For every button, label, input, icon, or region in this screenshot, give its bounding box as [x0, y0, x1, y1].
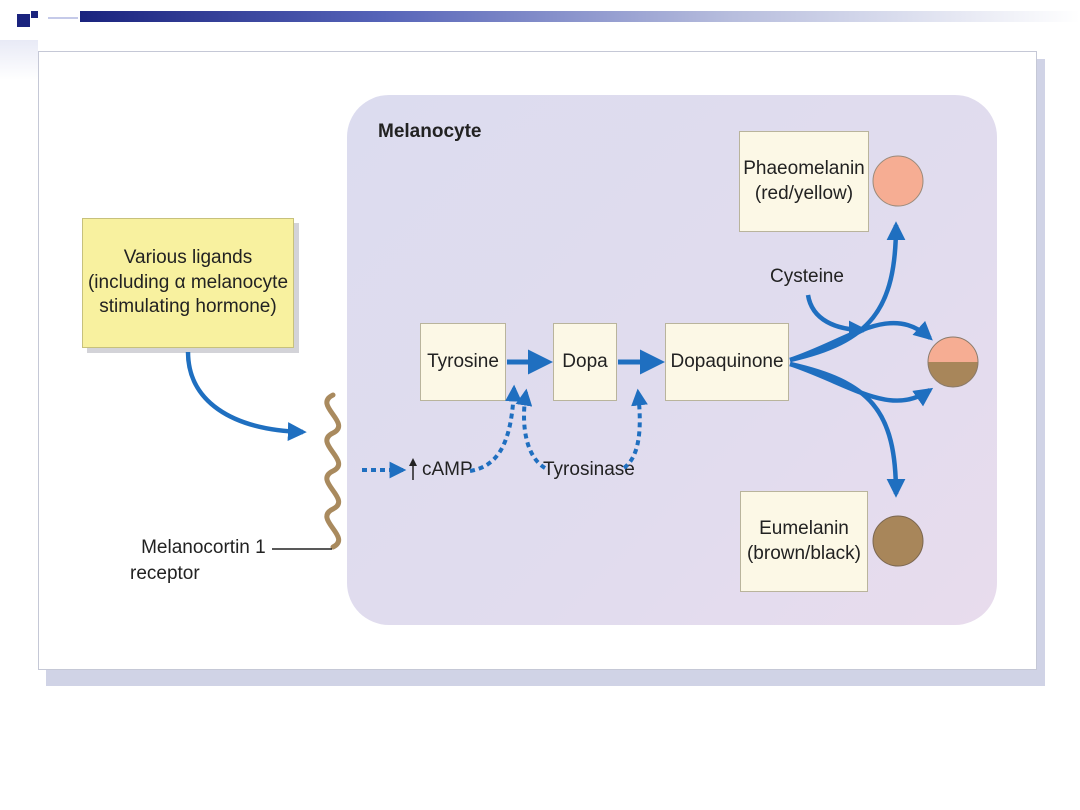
phaeomelanin-box: Phaeomelanin (red/yellow) [739, 131, 869, 232]
dopaquinone-label: Dopaquinone [670, 350, 784, 372]
camp-activation-arrow [469, 384, 522, 473]
cell-label: Melanocyte [378, 121, 482, 142]
dopa-box: Dopa [553, 323, 617, 401]
branch-eumelanin-arrow [789, 361, 906, 498]
receptor-line-2: receptor [130, 562, 200, 584]
receptor-icon [324, 392, 342, 550]
branch-mixed-lower-arrow [789, 361, 934, 407]
ligand-line-1: Various ligands [123, 246, 253, 268]
ligand-line-3: stimulating hormone) [99, 296, 277, 318]
mixed-melanin-circle [927, 336, 979, 388]
tyrosine-label: Tyrosine [427, 350, 499, 372]
cysteine-arrow [805, 294, 868, 340]
ligand-box: Various ligands (including α melanocyte … [82, 218, 294, 348]
branch-phaeomelanin-arrow [789, 221, 906, 363]
dopaquinone-box: Dopaquinone [665, 323, 789, 401]
phaeomelanin-circle [872, 155, 924, 207]
eumelanin-line-1: Eumelanin [759, 518, 849, 540]
header-bar [80, 11, 1080, 22]
header-dash [48, 17, 78, 19]
phaeomelanin-line-2: (red/yellow) [754, 182, 854, 204]
header-tab [0, 40, 38, 80]
tyrosine-box: Tyrosine [420, 323, 506, 401]
camp-label: cAMP [422, 459, 473, 480]
eumelanin-box: Eumelanin (brown/black) [740, 491, 868, 592]
dopa-label: Dopa [562, 350, 608, 372]
receptor-label: Melanocortin 1 receptor [130, 535, 266, 586]
phaeomelanin-line-1: Phaeomelanin [743, 158, 865, 180]
receptor-line-1: Melanocortin 1 [141, 537, 266, 558]
eumelanin-line-2: (brown/black) [746, 542, 862, 564]
header-square-small [31, 11, 38, 18]
ligand-arrow [185, 351, 307, 442]
tyrosinase-arrow-dopaquinone [622, 388, 648, 470]
ligand-line-2: (including α melanocyte [87, 271, 289, 293]
tyrosinase-arrow-dopa [515, 388, 547, 470]
header-square [17, 14, 30, 27]
eumelanin-circle [872, 515, 924, 567]
camp-increase-head [409, 458, 417, 466]
cysteine-label: Cysteine [770, 266, 844, 287]
tyrosinase-label: Tyrosinase [543, 459, 635, 480]
